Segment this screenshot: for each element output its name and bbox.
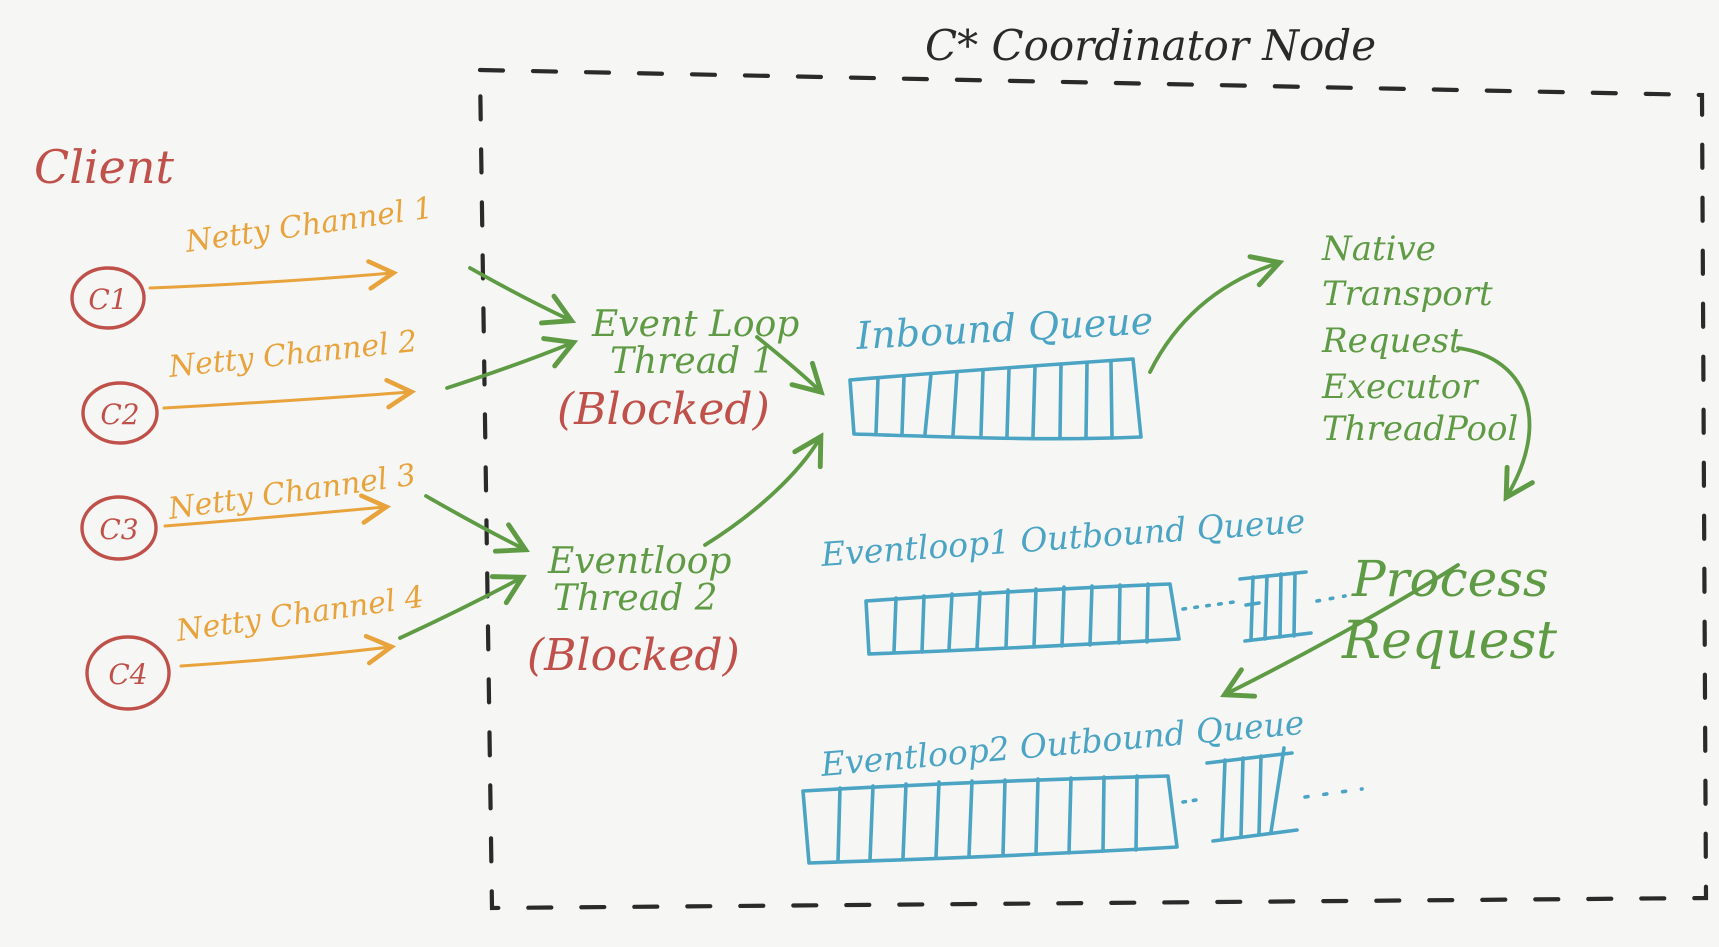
outbound-queue-1-tail-segment [1238, 570, 1313, 643]
executor-line-executor: Executor [1321, 367, 1479, 407]
executor-to-process-arrow [1456, 346, 1529, 496]
inbound-queue-label: Inbound Queue [854, 298, 1154, 358]
netty-channel-2-arrow [162, 392, 410, 410]
executor-line-transport: Transport [1322, 274, 1493, 314]
inbound-queue-ticks [874, 360, 1114, 440]
event-loop-thread-2: Eventloop Thread 2 (Blocked) [527, 541, 740, 681]
client-circle-c1-label: C1 [88, 283, 127, 316]
coordinator-node-border [477, 67, 1709, 911]
outbound-queue-2-dotted-tail [1303, 787, 1364, 799]
client-node-c2: C2 Netty Channel 2 [81, 324, 419, 445]
process-request-line2: Request [1341, 611, 1557, 671]
netty-channel-3-arrow [163, 507, 385, 528]
executor-threadpool-label: Native Transport Request Executor Thread… [1321, 229, 1518, 449]
outbound-queue-2-tail-outline [1205, 751, 1299, 843]
client-circle-c4 [85, 635, 171, 711]
outbound-queue-1-ticks [892, 582, 1150, 654]
client-circle-c3 [80, 495, 158, 561]
client-circle-c4-label: C4 [108, 658, 147, 691]
outbound-queue-2-tail-ticks [1220, 746, 1286, 840]
client-circle-c2 [81, 381, 159, 445]
channel3-to-thread2-arrow [424, 494, 524, 549]
thread2-to-inbound-queue-arrow [703, 438, 820, 547]
outbound-queue-1-dotted-tail [1315, 594, 1347, 603]
outbound-queue-1-dotted-link [1181, 600, 1236, 611]
channel4-to-thread2-arrow [398, 578, 521, 640]
netty-channel-1-arrow [148, 273, 392, 288]
executor-line-threadpool: ThreadPool [1322, 409, 1518, 449]
client-circle-c3-label: C3 [99, 513, 138, 546]
process-to-outbound-queue2-arrow [1226, 563, 1460, 694]
executor-line-native: Native [1321, 229, 1436, 269]
event-loop-thread-2-status: (Blocked) [527, 630, 740, 681]
outbound-queue-2-ticks [836, 774, 1139, 863]
outbound-queue-1-label: Eventloop1 Outbound Queue [819, 501, 1307, 574]
outbound-queue-2-outline [801, 774, 1179, 865]
netty-channel-2-label: Netty Channel 2 [166, 324, 419, 385]
event-loop-thread-2-line2: Thread 2 [553, 578, 718, 619]
process-request-label: Process Request [1341, 550, 1557, 671]
event-loop-thread-1: Event Loop Thread 1 (Blocked) [557, 304, 799, 435]
coordinator-node-title: C* Coordinator Node [925, 21, 1376, 70]
netty-channel-1-label: Netty Channel 1 [182, 191, 435, 261]
client-label: Client [34, 140, 174, 194]
inbound-queue-to-executor-arrow [1148, 263, 1278, 374]
client-node-c4: C4 Netty Channel 4 [85, 580, 426, 711]
client-node-c1: C1 Netty Channel 1 [70, 191, 435, 330]
outbound-queue-2-tail-segment [1205, 746, 1299, 843]
channel1-to-thread1-arrow [468, 266, 570, 320]
inbound-queue: Inbound Queue [848, 298, 1154, 441]
inbound-queue-outline [848, 357, 1143, 441]
client-circle-c1 [70, 266, 146, 330]
channel2-to-thread1-arrow [445, 343, 572, 390]
event-loop-thread-1-line2: Thread 1 [610, 341, 775, 382]
event-loop-thread-2-line1: Eventloop [547, 541, 731, 582]
outbound-queue-2: Eventloop2 Outbound Queue [801, 703, 1364, 865]
outbound-queue-1-tail-ticks [1244, 571, 1297, 642]
netty-channel-4-label: Netty Channel 4 [173, 580, 426, 650]
outbound-queue-2-label: Eventloop2 Outbound Queue [818, 703, 1306, 784]
client-node-c3: C3 Netty Channel 3 [80, 458, 418, 561]
event-loop-thread-1-line1: Event Loop [591, 304, 799, 345]
outbound-queue-2-dotted-link [1181, 797, 1205, 804]
process-request-line1: Process [1351, 550, 1549, 608]
event-loop-thread-1-status: (Blocked) [557, 384, 770, 435]
client-circle-c2-label: C2 [100, 398, 139, 431]
thread1-to-inbound-queue-arrow [755, 335, 820, 391]
netty-channel-4-arrow [179, 647, 390, 668]
outbound-queue-1: Eventloop1 Outbound Queue [819, 501, 1347, 656]
executor-line-request: Request [1321, 321, 1463, 361]
outbound-queue-1-outline [864, 582, 1181, 656]
